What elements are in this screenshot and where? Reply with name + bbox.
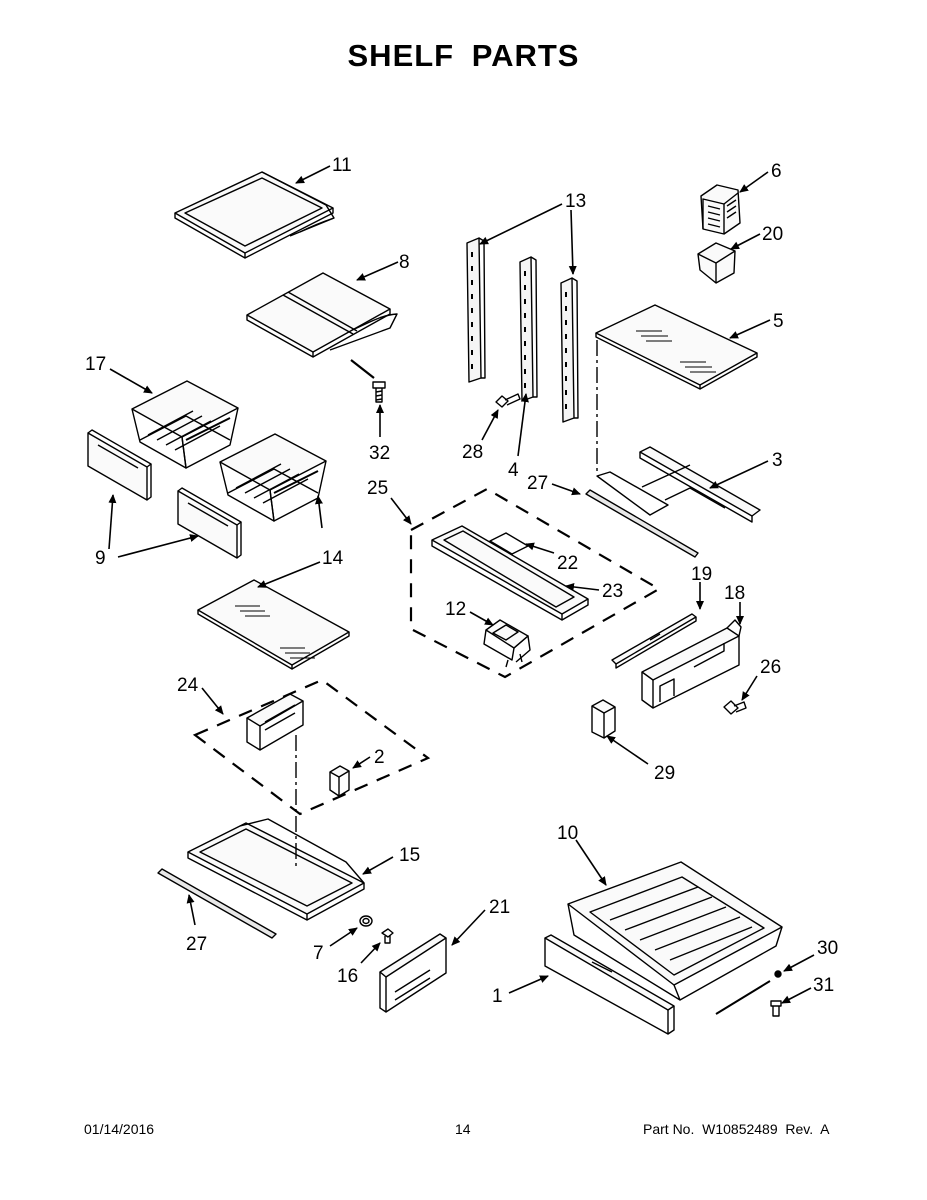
part-glass-shelf-lower bbox=[197, 579, 350, 670]
part-small-box-2 bbox=[329, 765, 350, 797]
part-rail-19 bbox=[611, 613, 697, 669]
callout-22: 22 bbox=[557, 553, 578, 574]
callout-31: 31 bbox=[813, 975, 834, 996]
footer-date: 01/14/2016 bbox=[84, 1121, 155, 1137]
callout-8: 8 bbox=[399, 252, 410, 273]
part-screw-16 bbox=[381, 928, 394, 944]
callout-15: 15 bbox=[399, 845, 420, 866]
footer-page-number: 14 bbox=[455, 1121, 471, 1137]
callout-5: 5 bbox=[773, 311, 784, 332]
callout-10: 10 bbox=[557, 823, 578, 844]
footer-part-number: Part No. W10852489 Rev. A bbox=[643, 1121, 830, 1137]
part-crisper-bin-upper bbox=[131, 380, 239, 469]
part-trim-upper bbox=[585, 489, 699, 558]
part-foam-block-29 bbox=[591, 699, 616, 739]
screw-32-shaft bbox=[350, 359, 375, 379]
callout-14: 14 bbox=[322, 548, 344, 569]
callout-19: 19 bbox=[691, 564, 712, 585]
callout-3: 3 bbox=[772, 450, 783, 471]
callout-18: 18 bbox=[724, 583, 745, 604]
part-rod-30 bbox=[715, 970, 782, 1015]
callout-9: 9 bbox=[95, 548, 106, 569]
callout-27-upper: 27 bbox=[527, 473, 548, 494]
part-air-filter bbox=[697, 242, 736, 284]
part-shelf-half-width bbox=[246, 272, 398, 358]
callout-2: 2 bbox=[374, 747, 385, 768]
part-screw-31 bbox=[770, 1000, 782, 1017]
ladder-slots bbox=[471, 252, 567, 409]
part-screw-28 bbox=[495, 393, 521, 408]
part-slide-bracket bbox=[379, 933, 447, 1013]
callout-28: 28 bbox=[462, 442, 483, 463]
callout-32: 32 bbox=[369, 443, 390, 464]
part-crisper-front-upper bbox=[87, 429, 152, 501]
part-drawer-front bbox=[544, 934, 675, 1035]
callout-25: 25 bbox=[367, 478, 388, 499]
group-outline-module-assembly bbox=[192, 678, 431, 816]
part-deli-shelf bbox=[187, 818, 365, 921]
callout-1: 1 bbox=[492, 986, 503, 1007]
callout-21: 21 bbox=[489, 897, 510, 918]
callout-30: 30 bbox=[817, 938, 838, 959]
callout-29: 29 bbox=[654, 763, 675, 784]
part-glass-shelf-upper bbox=[595, 304, 758, 390]
callout-27-lower: 27 bbox=[186, 934, 207, 955]
callout-13: 13 bbox=[565, 191, 586, 212]
part-knob-7 bbox=[359, 915, 373, 927]
callout-16: 16 bbox=[337, 966, 358, 987]
assembly-group-outlines bbox=[192, 487, 662, 816]
part-pantry-drawer bbox=[567, 861, 783, 1001]
callout-11: 11 bbox=[332, 155, 352, 176]
callout-12: 12 bbox=[445, 599, 466, 620]
part-shelf-ladders bbox=[466, 237, 579, 423]
part-crisper-bin-lower bbox=[219, 433, 327, 522]
part-shelf-top bbox=[174, 171, 335, 259]
callout-7: 7 bbox=[313, 943, 324, 964]
part-shelf-frame bbox=[596, 446, 761, 523]
part-module-24 bbox=[246, 693, 304, 751]
part-air-filter-cover bbox=[700, 184, 741, 235]
part-screw-32 bbox=[372, 381, 386, 403]
part-control-box-18 bbox=[641, 619, 742, 709]
callout-leaders bbox=[108, 165, 815, 1004]
part-trim-lower bbox=[157, 868, 277, 939]
part-electronic-control bbox=[483, 619, 531, 668]
page-title: SHELF PARTS bbox=[347, 38, 580, 73]
callout-23: 23 bbox=[602, 581, 623, 602]
part-screw-26 bbox=[723, 700, 747, 715]
group-outline-control-assembly bbox=[409, 487, 662, 679]
callout-20: 20 bbox=[762, 224, 783, 245]
part-control-housing bbox=[431, 525, 589, 621]
callout-6: 6 bbox=[771, 161, 782, 182]
callout-4: 4 bbox=[508, 460, 519, 481]
callout-26: 26 bbox=[760, 657, 781, 678]
part-crisper-front-lower bbox=[177, 487, 242, 559]
callout-17-upper: 17 bbox=[85, 354, 106, 375]
callout-numbers: 11 8 6 20 13 5 17 32 28 4 3 27 25 22 23 … bbox=[85, 155, 838, 1007]
callout-24: 24 bbox=[177, 675, 199, 696]
